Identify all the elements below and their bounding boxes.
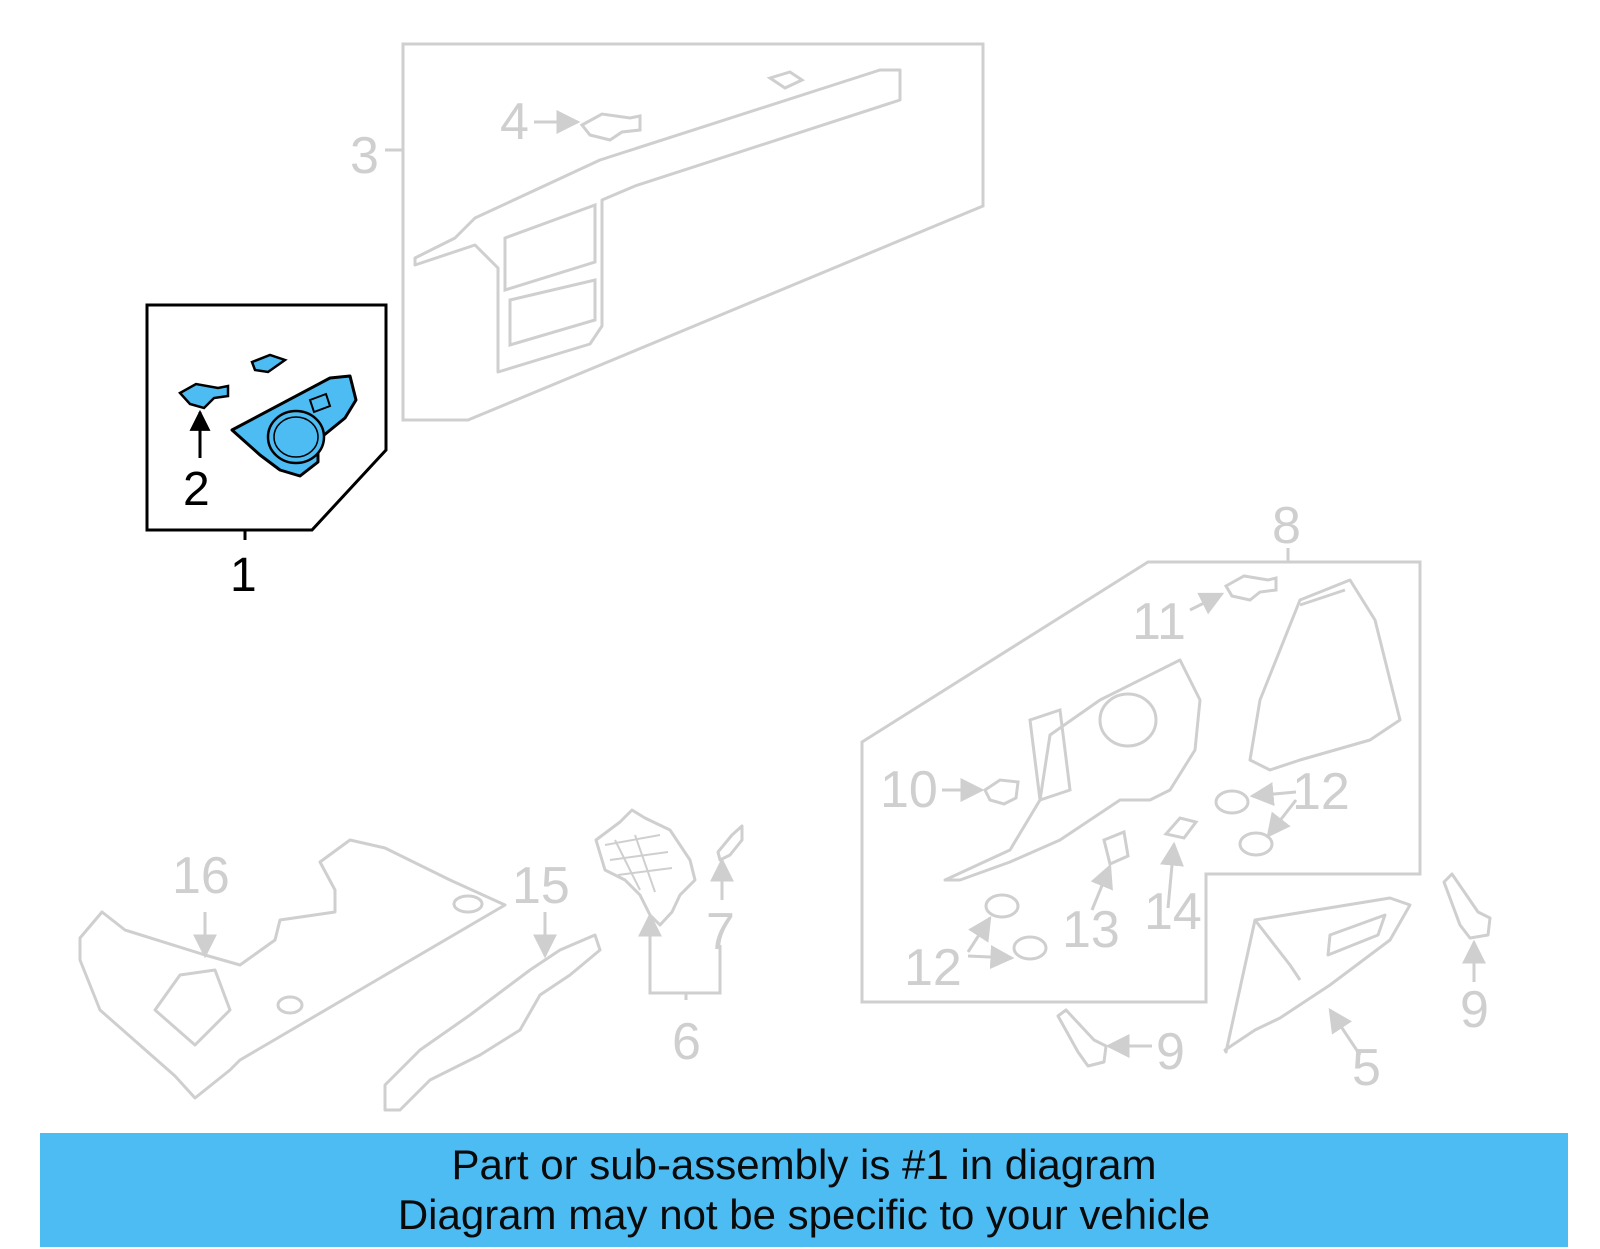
callout-7: 7 [706,903,735,961]
part-16-knee-panel[interactable] [78,838,507,1100]
part-16-pocket [153,968,232,1047]
part-6-bracket[interactable] [594,808,697,927]
part-13-arrow [1090,863,1113,911]
part-3-vent-upper [503,202,597,293]
part-9-bolt-right[interactable] [1442,872,1492,940]
part-12-arrow-a [1249,782,1297,806]
part-1-clip-shape [250,353,288,374]
part-12-arrow-d [967,945,1015,970]
part-11-clip-shape [1223,574,1278,602]
callout-10: 10 [880,761,938,819]
part-5-latch [1326,913,1387,957]
part-12-grommet-c [984,893,1020,919]
part-3-frame [401,42,985,422]
part-11-arrow [1189,592,1225,615]
part-1-frame [145,303,388,532]
part-9-bolt-lower[interactable] [1056,1008,1108,1068]
part-1-group[interactable] [145,303,388,540]
part-8-lower-panel [943,658,1202,882]
part-12-grommet-a [1214,789,1250,815]
part-16-hole-b [276,995,304,1015]
part-1-bezel-tab [308,392,332,414]
part-12-grommet-b [1238,831,1274,857]
info-banner: Part or sub-assembly is #1 in diagram Di… [40,1133,1568,1247]
part-14-arrow [1160,841,1184,909]
callout-4: 4 [500,93,529,151]
part-5-arrow [1328,1008,1362,1056]
callout-13: 13 [1062,901,1120,959]
part-8-gauge-opening [1098,692,1158,748]
part-8-side-panel [1248,578,1402,772]
part-15-trim-strip[interactable] [383,933,602,1112]
part-3-dash-panel [413,68,902,374]
callout-5: 5 [1352,1039,1381,1097]
part-12-grommet-d [1012,935,1048,961]
part-3-clip [766,70,806,90]
part-8-frame [860,560,1422,1004]
part-8-side-panel-edge [1299,588,1346,607]
part-12-arrow-c [966,915,992,953]
banner-line-2: Diagram may not be specific to your vehi… [397,1191,1211,1238]
callout-11: 11 [1132,593,1186,651]
callout-9-right: 9 [1460,981,1489,1039]
part-14-clip-shape [1163,816,1199,840]
callout-14: 14 [1144,883,1202,941]
part-5-glove-box[interactable] [1223,896,1412,1054]
callout-3: 3 [350,127,379,185]
part-4-clip-shape [579,112,642,142]
part-5-edge [1253,919,1302,981]
part-1-bezel-ring [273,416,319,458]
part-7-clip[interactable] [716,824,744,862]
part-8-switch-bank [1028,707,1072,803]
callout-9-lower: 9 [1156,1023,1185,1081]
callout-12-lower: 12 [904,939,962,997]
part-6-grid [604,834,673,893]
part-12-arrow-b [1266,799,1298,838]
part-16-hole-a [452,894,484,914]
callout-12-right: 12 [1292,763,1350,821]
part-3-group[interactable] [385,42,985,422]
part-1-bezel-opening [266,409,326,465]
part-3-vent-lower [508,278,597,348]
part-8-group[interactable] [860,548,1422,1004]
callout-2: 2 [183,463,210,516]
callout-6: 6 [672,1013,701,1071]
part-2-clip-shape [178,382,230,410]
callout-8: 8 [1272,497,1301,555]
part-10-clip-shape [983,778,1020,806]
banner-line-1: Part or sub-assembly is #1 in diagram [451,1141,1157,1188]
part-13-connector [1102,829,1130,867]
callout-1: 1 [230,549,257,602]
callout-16: 16 [172,847,230,905]
callout-15: 15 [512,857,570,915]
